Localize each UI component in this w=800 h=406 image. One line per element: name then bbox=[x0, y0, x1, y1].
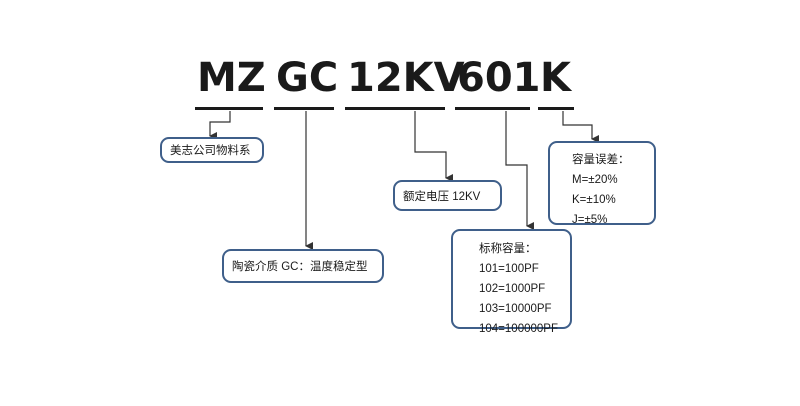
connector-601 bbox=[505, 111, 534, 230]
brand-box: 美志公司物料系 bbox=[160, 137, 264, 163]
code-segment-601: 601 bbox=[457, 55, 541, 101]
connector-mz bbox=[209, 111, 231, 140]
dielectric-label: 陶瓷介质 GC：温度稳定型 bbox=[232, 261, 368, 273]
connector-12kv bbox=[414, 111, 453, 182]
underline-gc bbox=[274, 107, 334, 110]
underline-12kv bbox=[345, 107, 445, 110]
underline-k bbox=[538, 107, 574, 110]
code-segment-gc: GC bbox=[276, 55, 339, 101]
underline-601 bbox=[455, 107, 530, 110]
capacitance-row: 104=100000PF bbox=[479, 323, 558, 335]
tolerance-box: 容量误差： M=±20% K=±10% J=±5% bbox=[548, 141, 656, 226]
code-segment-mz: MZ bbox=[197, 55, 266, 101]
voltage-label: 额定电压 12KV bbox=[403, 190, 481, 203]
capacitance-row: 102=1000PF bbox=[479, 283, 546, 295]
capacitance-title: 标称容量： bbox=[479, 243, 537, 255]
brand-label: 美志公司物料系 bbox=[170, 145, 251, 157]
tolerance-row: M=±20% bbox=[572, 174, 618, 186]
tolerance-row: K=±10% bbox=[572, 194, 616, 206]
tolerance-row: J=±5% bbox=[572, 214, 608, 226]
connector-k bbox=[562, 111, 599, 143]
code-segment-12kv: 12KV bbox=[347, 55, 465, 101]
tolerance-title: 容量误差： bbox=[572, 154, 630, 166]
capacitance-box: 标称容量： 101=100PF 102=1000PF 103=10000PF 1… bbox=[451, 229, 572, 335]
voltage-box: 额定电压 12KV bbox=[393, 180, 502, 211]
capacitance-row: 103=10000PF bbox=[479, 303, 552, 315]
capacitance-row: 101=100PF bbox=[479, 263, 539, 275]
underline-mz bbox=[195, 107, 263, 110]
dielectric-box: 陶瓷介质 GC：温度稳定型 bbox=[222, 249, 384, 283]
code-segment-k: K bbox=[540, 55, 571, 101]
